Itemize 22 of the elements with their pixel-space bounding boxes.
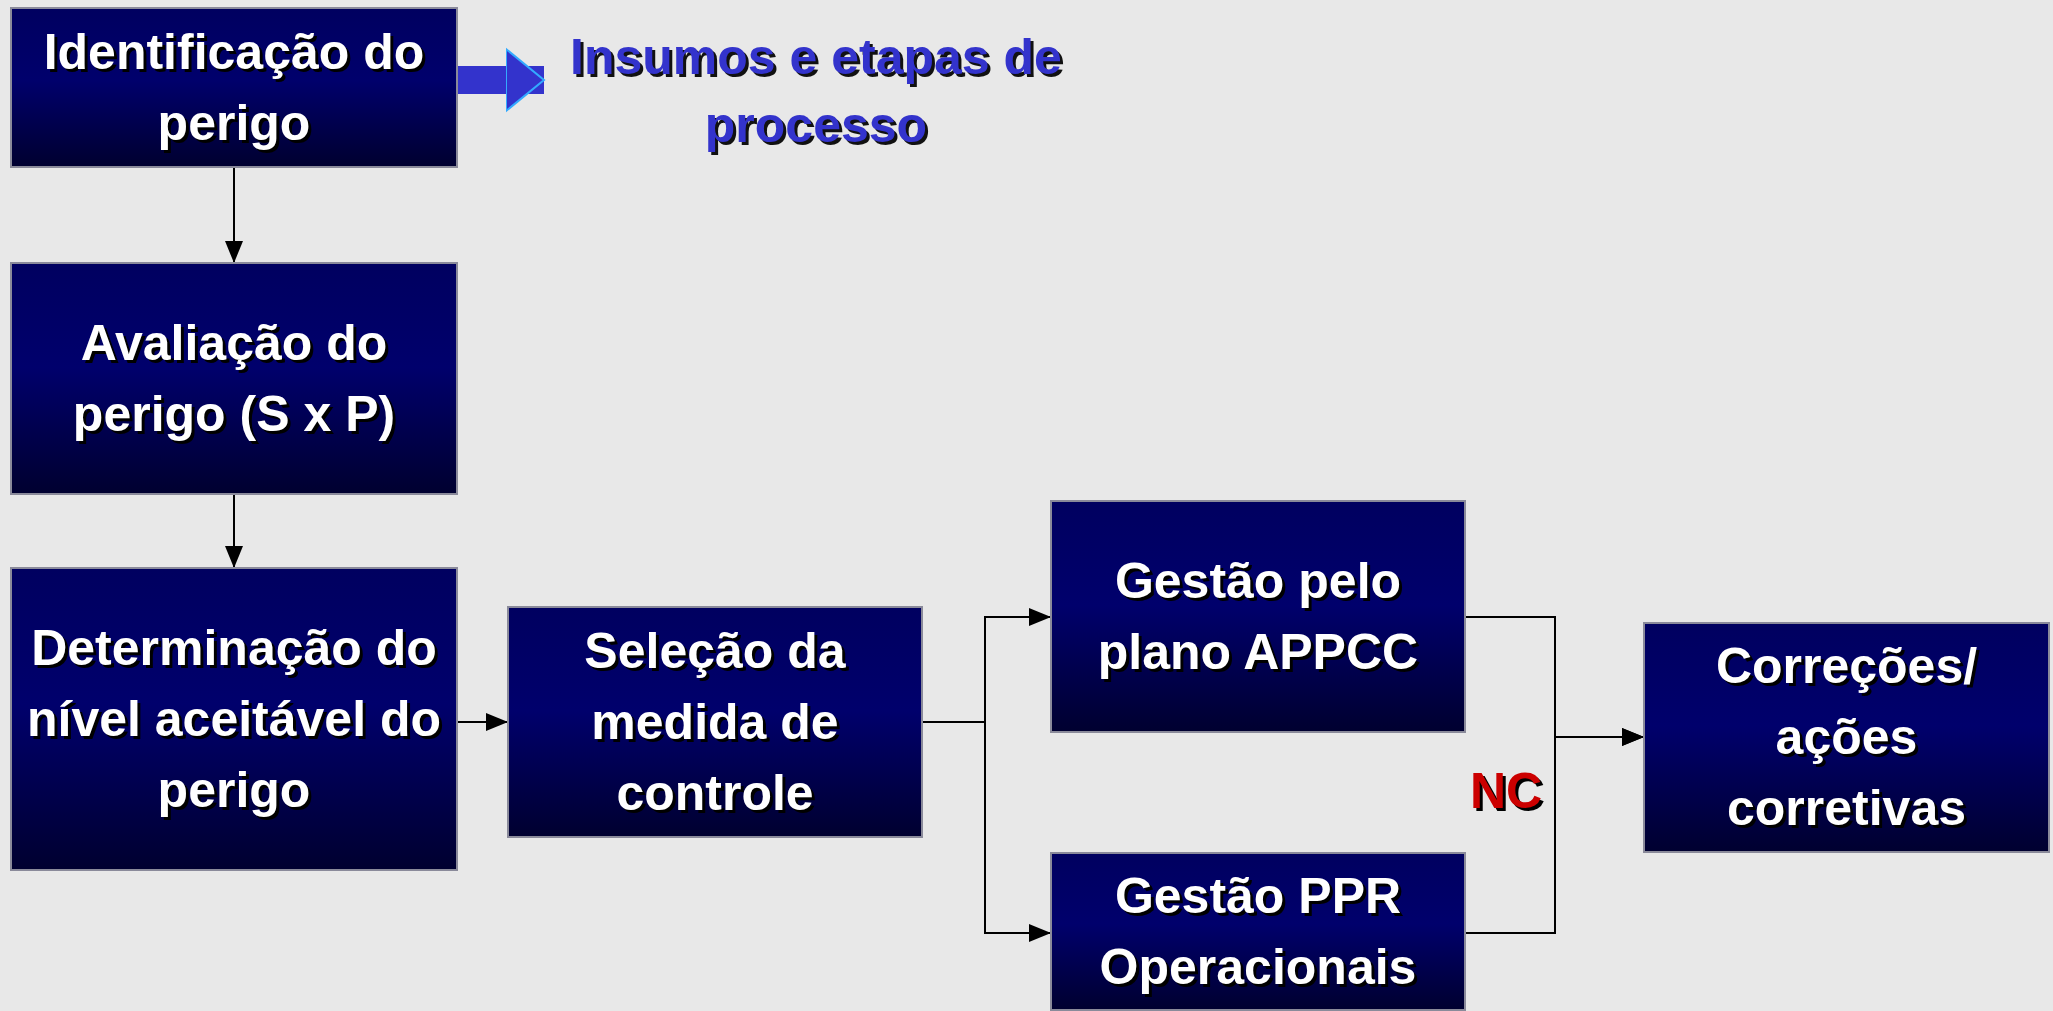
box-label: Avaliação do perigo (S x P)	[71, 313, 397, 444]
note-label: NC	[1470, 762, 1543, 820]
block-arrow	[458, 48, 545, 112]
process-box	[10, 567, 458, 871]
arrow	[225, 167, 243, 263]
arrow	[922, 721, 1051, 942]
note-text: Insumos e etapas de processo	[569, 28, 1063, 155]
process-box	[1050, 500, 1466, 733]
process-box	[10, 262, 458, 495]
process-box	[507, 606, 923, 838]
arrow	[225, 494, 243, 568]
box-label: Identificação do perigo	[42, 22, 426, 153]
box-label: Determinação do nível aceitável do perigo	[25, 618, 443, 820]
process-box	[1643, 622, 2050, 853]
box-label: Correções/ ações corretivas	[1714, 637, 1979, 838]
box-label: Seleção da medida de controle	[583, 621, 847, 823]
process-box	[10, 7, 458, 168]
box-label: Gestão PPR Operacionais	[1098, 866, 1418, 997]
arrow	[1465, 728, 1644, 934]
arrow	[457, 713, 508, 731]
process-box	[1050, 852, 1466, 1011]
box-label: Gestão pelo plano APPCC	[1096, 551, 1420, 682]
